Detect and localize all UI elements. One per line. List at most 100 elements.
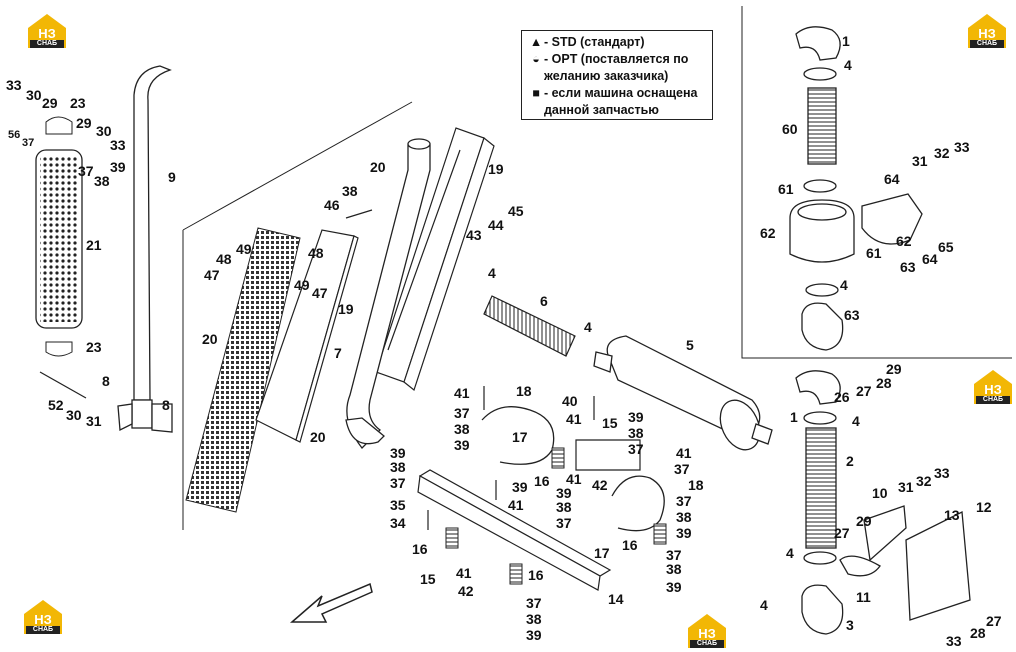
label-34: 34: [390, 515, 406, 531]
label-28: 30: [26, 87, 42, 103]
label-41: 41: [566, 411, 582, 427]
label-4d: 4: [840, 277, 848, 293]
label-16: 16: [622, 537, 638, 553]
label-37d: 38: [628, 425, 644, 441]
label-30b: 31: [898, 479, 914, 495]
label-4e: 4: [852, 413, 860, 429]
label-35: 35: [390, 497, 406, 513]
label-38h: 39: [666, 579, 682, 595]
label-18b: 18: [688, 477, 704, 493]
label-40: 40: [562, 393, 578, 409]
legend-opt-1: - OPT (поставляется по: [544, 52, 689, 66]
label-37b: 38: [342, 183, 358, 199]
label-65: 65: [938, 239, 954, 255]
legend-equip-1: - если машина оснащена: [544, 86, 698, 100]
label-49: 48: [216, 251, 232, 267]
label-8: 8: [102, 373, 110, 389]
bolts: [39, 209, 595, 530]
label-14: 14: [608, 591, 624, 607]
label-23b: 23: [86, 339, 102, 355]
label-18: 18: [516, 383, 532, 399]
label-36e: 37: [628, 441, 644, 457]
label-59: 63: [844, 307, 860, 323]
label-41c: 41: [566, 471, 582, 487]
flex-hose: [483, 295, 576, 357]
label-15: 15: [602, 415, 618, 431]
label-60: 64: [884, 171, 900, 187]
label-57: 61: [778, 181, 794, 197]
label-28e: 28: [970, 625, 986, 641]
label-9: 9: [168, 169, 176, 185]
legend-opt-2: желанию заказчика): [544, 69, 669, 83]
label-22: 21: [86, 237, 102, 253]
label-38g: 39: [526, 627, 542, 643]
label-36d: 37: [454, 405, 470, 421]
label-27b: 29: [76, 115, 92, 131]
legend-equip-2: данной запчастью: [544, 103, 659, 117]
label-19b: 19: [338, 301, 354, 317]
label-17b: 17: [594, 545, 610, 561]
upper-right-assembly: [789, 26, 923, 351]
label-4c: 4: [844, 57, 852, 73]
label-16d: 16: [528, 567, 544, 583]
label-47: 46: [324, 197, 340, 213]
mesh-screen: [185, 227, 301, 513]
label-29b: 29: [886, 361, 902, 377]
label-36g: 37: [676, 493, 692, 509]
label-37e: 38: [676, 509, 692, 525]
label-46: 45: [508, 203, 524, 219]
muffler: [593, 335, 773, 451]
label-33: 33: [6, 77, 22, 93]
label-10: 10: [872, 485, 888, 501]
label-43: 41: [454, 385, 470, 401]
label-38: 39: [110, 159, 126, 175]
label-52: 56: [8, 129, 20, 141]
half-circle-icon: ◒: [532, 52, 540, 66]
label-32: 33: [954, 139, 970, 155]
cover-panel: [255, 229, 359, 443]
label-27c: 27: [856, 383, 872, 399]
label-29: 31: [86, 413, 102, 429]
direction-arrow: [289, 582, 373, 623]
label-7: 7: [334, 345, 342, 361]
label-37g: 38: [556, 499, 572, 515]
label-50: 49: [236, 241, 252, 257]
label-13: 13: [944, 507, 960, 523]
label-4g: 4: [760, 597, 768, 613]
legend-std: - STD (стандарт): [544, 35, 645, 49]
label-23: 23: [70, 95, 86, 111]
label-36c: 37: [22, 137, 34, 149]
label-42: 42: [592, 477, 608, 493]
label-28b: 30: [96, 123, 112, 139]
label-28c: 30: [66, 407, 82, 423]
label-16c: 16: [412, 541, 428, 557]
legend-box: ▲- STD (стандарт) ◒- OPT (поставляется п…: [521, 30, 713, 120]
label-48: 47: [204, 267, 220, 283]
label-38c: 39: [628, 409, 644, 425]
label-45: 44: [488, 217, 504, 233]
label-63: 63: [900, 259, 916, 275]
label-48b: 47: [312, 285, 328, 301]
label-36h: 37: [390, 475, 406, 491]
label-4: 4: [488, 265, 496, 281]
label-33c: 33: [946, 633, 962, 649]
label-15b: 15: [420, 571, 436, 587]
label-41d: 41: [456, 565, 472, 581]
perforated-pipe: [35, 116, 83, 357]
label-27: 29: [42, 95, 58, 111]
label-27d: 27: [834, 525, 850, 541]
label-50b: 49: [294, 277, 310, 293]
label-8b: 8: [162, 397, 170, 413]
label-3: 3: [846, 617, 854, 633]
label-29c: 29: [856, 513, 872, 529]
label-51: 52: [48, 397, 64, 413]
label-38f: 39: [556, 485, 572, 501]
label-1: 1: [842, 33, 850, 49]
label-56: 60: [782, 121, 798, 137]
label-37f: 38: [390, 459, 406, 475]
label-28d: 28: [876, 375, 892, 391]
